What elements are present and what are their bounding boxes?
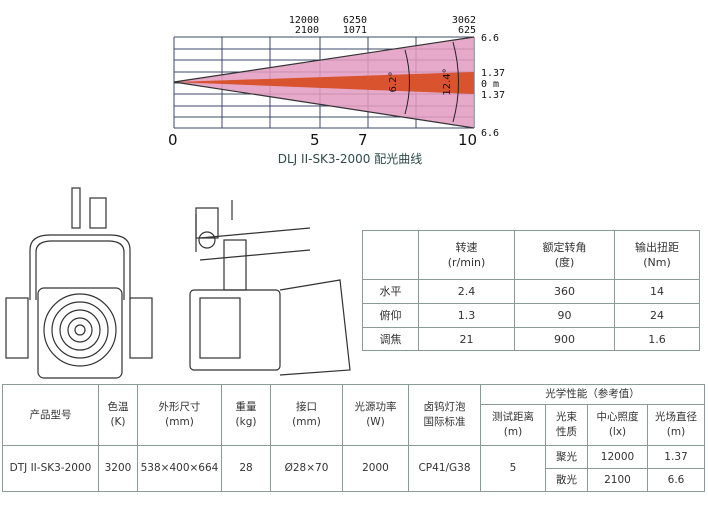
- table-row: 散光 2100 6.6: [3, 468, 705, 492]
- y-label: 1.37: [481, 68, 505, 79]
- lux-label: 1071: [343, 25, 367, 36]
- table-row: DTJ II-SK3-2000 3200 538×400×664 28 Ø28×…: [2, 445, 705, 492]
- angle-label: 6.2°: [388, 72, 399, 93]
- lux-label: 625: [458, 25, 476, 36]
- lux-label: 3062: [452, 15, 476, 26]
- header: 转速: [455, 241, 478, 254]
- angle-label: 12.4°: [442, 68, 453, 95]
- chart-caption: DLJ II-SK3-2000 配光曲线: [277, 152, 423, 166]
- header: 输出扭距: [635, 241, 679, 254]
- y-label: 6.6: [481, 128, 499, 139]
- product-spec-table: 产品型号 色温(K) 外形尺寸(mm) 重量(kg) 接口(mm) 光源功率(W…: [2, 384, 705, 492]
- y-label: 6.6: [481, 33, 499, 44]
- fixture-illustration: [5, 187, 351, 379]
- x-tick: 0: [168, 131, 178, 149]
- spot-beam-area: [174, 72, 474, 94]
- header: 额定转角: [542, 241, 587, 254]
- x-tick: 7: [358, 131, 368, 149]
- lux-label: 12000: [289, 15, 319, 26]
- y-label: 0 m: [481, 79, 499, 90]
- beam-distribution-chart: 0 5 7 10 12000 2100 6250 1071 3062 625 6…: [168, 15, 505, 149]
- x-tick: 5: [310, 131, 320, 149]
- lux-label: 6250: [343, 15, 367, 26]
- lux-label: 2100: [295, 25, 319, 36]
- y-label: 1.37: [481, 90, 505, 101]
- x-tick: 10: [458, 131, 477, 149]
